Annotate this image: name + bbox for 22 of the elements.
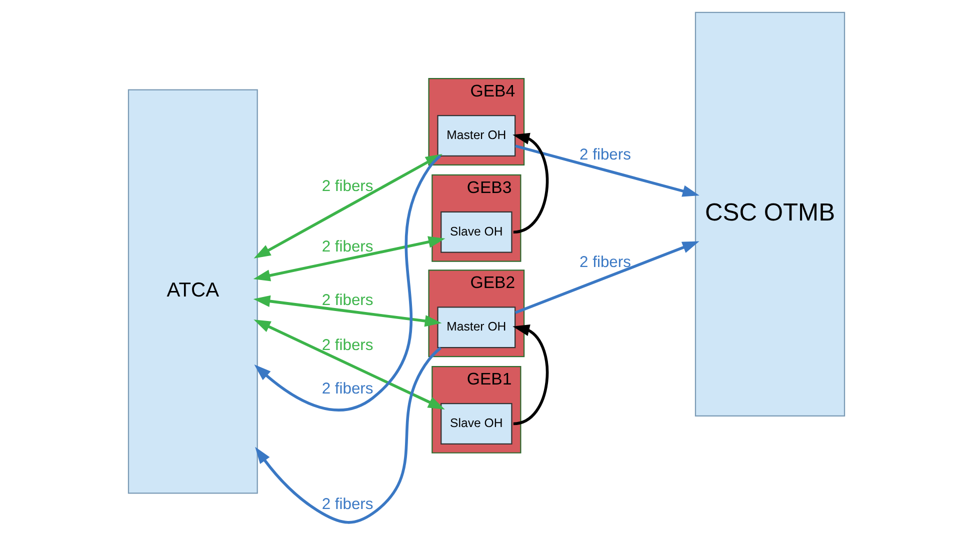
node-box: Slave OH: [440, 211, 512, 253]
node-box: CSC OTMB: [694, 12, 846, 416]
edge-label: 2 fibers: [322, 178, 374, 195]
arrow: [514, 241, 700, 314]
arrow: [255, 346, 442, 524]
edge-label: 2 fibers: [580, 254, 631, 272]
arrow: [514, 144, 700, 197]
node-box: ATCA: [128, 89, 258, 494]
arrow: [253, 295, 442, 327]
arrow: [253, 236, 446, 282]
arrow: [512, 324, 549, 426]
node-box: Slave OH: [440, 403, 512, 444]
edge-label: 2 fibers: [580, 146, 631, 164]
edge-label: 2 fibers: [322, 496, 374, 514]
arrow: [254, 320, 445, 410]
edge-label: 2 fibers: [322, 337, 374, 354]
arrow: [512, 132, 549, 234]
edge-label: 2 fibers: [322, 292, 374, 310]
node-box: Master OH: [437, 115, 516, 156]
node-box: Master OH: [437, 306, 516, 348]
edge-label: 2 fibers: [322, 238, 374, 256]
edge-label: 2 fibers: [322, 380, 374, 398]
